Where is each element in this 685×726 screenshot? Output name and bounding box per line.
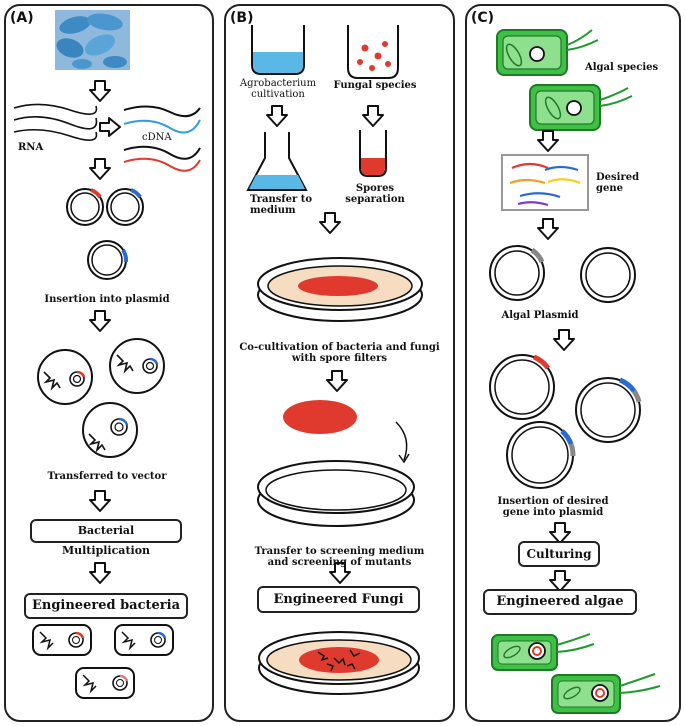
panel-a-label: (A) [10,10,34,26]
culturing-box: Culturing [518,541,600,567]
panel-b-label: (B) [230,10,254,26]
panel-c [465,4,681,722]
transfer-label-1: Transfer to [250,194,313,205]
engineered-bacteria-box: Engineered bacteria [24,593,188,619]
engineered-algae-2 [551,673,661,714]
engineered-fungi-dish [258,631,420,695]
algal-plasmid-label: Algal Plasmid [501,310,579,321]
fungal-tube [347,25,399,79]
spores-label-1: Spores [355,183,395,194]
agro-label-2: cultivation [251,89,305,100]
algal-species-label: Algal species [585,62,659,73]
transferred-label: Transferred to vector [47,471,167,482]
algal-cell-1 [496,29,599,76]
engineered-algae-box: Engineered algae [483,589,637,615]
cocult-label-2: with spore filters [291,353,388,364]
plasmids-a [66,188,144,280]
curved-arrow [395,421,408,461]
panel-c-label: (C) [471,10,495,26]
rna-label: RNA [18,142,44,153]
insertion-gene-label-1: Insertion of desired [497,496,609,507]
cdna-label: cDNA [142,132,172,143]
screen-label-2: and screening of mutants [267,557,412,568]
panel-a [4,4,214,722]
engineered-algae-1 [491,633,595,671]
spores-label-2: separation [345,194,405,205]
flask [246,132,308,191]
engineered-bacteria-cells [32,624,174,699]
cdna-strands [123,105,201,172]
engineered-fungi-box: Engineered Fungi [257,586,420,613]
insertion-gene-label-2: gene into plasmid [502,507,604,518]
panel-b [224,4,455,722]
desired-gene-label-1: Desired [596,172,640,183]
algal-cell-2 [529,84,633,131]
gene-box [501,154,589,211]
spore-tube [359,130,387,177]
bacteria-micrograph [55,10,130,70]
multiplication-box: Bacterial Multiplication [30,519,182,557]
agro-label-1: Agrobacterium [239,78,317,89]
insertion-label: Insertion into plasmid [44,294,170,305]
algal-plasmids [489,245,636,303]
vector-cells [37,338,165,458]
recombinant-plasmids [489,354,642,489]
screening-dish [257,460,415,527]
agrobacterium-tube [251,25,305,75]
transfer-label-2: medium [250,205,296,216]
fungal-label: Fungal species [333,80,417,91]
cocult-label-1: Co-cultivation of bacteria and fungi [239,342,440,353]
cocultivation-dish [257,257,423,322]
desired-gene-label-2: gene [596,183,623,194]
screen-label-1: Transfer to screening medium [254,546,425,557]
rna-strands [13,103,98,141]
filter-layer [283,400,357,434]
